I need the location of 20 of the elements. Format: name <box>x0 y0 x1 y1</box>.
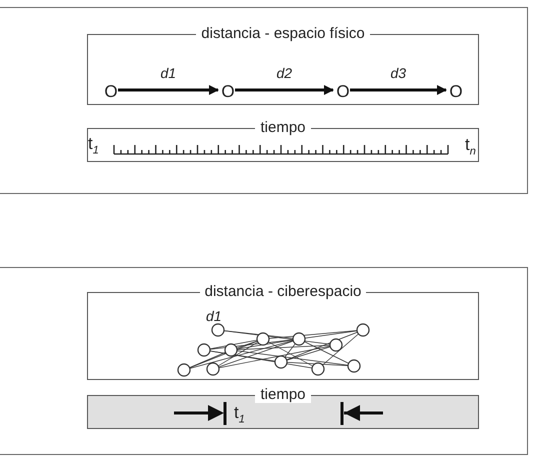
point-marker: O <box>335 83 351 101</box>
point-marker: O <box>448 83 464 101</box>
frame-title: tiempo <box>255 386 311 403</box>
time-label: t$_{1}$ <box>234 404 245 428</box>
arrow <box>235 85 334 95</box>
arrow <box>350 85 447 95</box>
point-marker: O <box>103 83 119 101</box>
frame-title: distancia - espacio físico <box>196 25 370 42</box>
edge-label: d2 <box>276 65 292 81</box>
time-label: t$_{n}$ <box>465 136 476 160</box>
distance-label: d1 <box>206 307 222 325</box>
arrow <box>118 85 219 95</box>
panel <box>0 7 528 194</box>
edge-label: d3 <box>390 65 406 81</box>
point-marker: O <box>220 83 236 101</box>
frame-title: distancia - ciberespacio <box>200 283 366 300</box>
time-label: t$_{1}$ <box>88 135 99 158</box>
panel <box>0 267 528 455</box>
edge-label: d1 <box>160 65 176 81</box>
frame-title: tiempo <box>255 119 311 136</box>
